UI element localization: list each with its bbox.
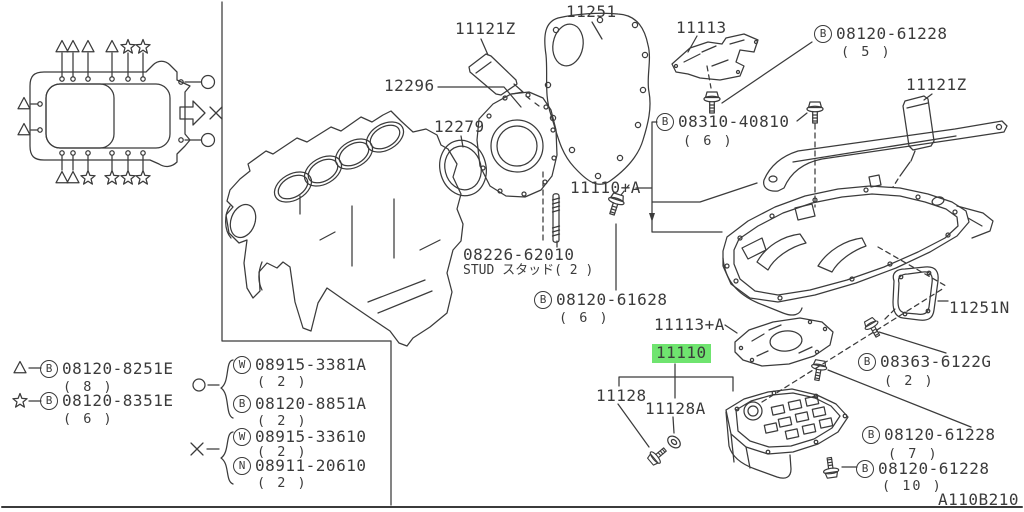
sealant-tube-top-drawing: [468, 53, 524, 96]
legend-row-star-qty: ( 6 ): [63, 411, 114, 427]
part-number: 08120-61228: [836, 23, 948, 43]
circled-b-icon: B: [862, 426, 880, 444]
rear-plate-gasket-drawing: [544, 12, 651, 185]
part-number: 08120-61628: [556, 289, 668, 309]
legend-row-cross-washer-qty: ( 2 ): [257, 444, 308, 460]
legend-row-cross-nut: N 08911-20610: [233, 457, 366, 475]
dashed-axis-lines: [525, 65, 947, 403]
sealant-tube-right-drawing: [899, 95, 935, 177]
circled-w-icon: W: [233, 428, 251, 446]
label-oil-pan-upper: 11110+A: [570, 178, 641, 197]
part-number: 08120-8851A: [255, 393, 367, 413]
circled-n-icon: N: [233, 457, 251, 475]
callout-bolt-rear-seal-qty: ( 6 ): [559, 310, 610, 326]
label-baffle-plate: 11113: [676, 18, 727, 37]
callout-bolt-stiffener-qty: ( 6 ): [683, 133, 734, 149]
part-number: 08915-3381A: [255, 354, 367, 374]
cylinder-bores: [273, 121, 405, 203]
label-drain-plug: 11128: [596, 386, 647, 405]
legend-row-circle-washer: W 08915-3381A: [233, 356, 366, 374]
brace-icon: [220, 431, 234, 485]
callout-bolt-baffle: B 08120-61228: [814, 25, 947, 43]
leader-lines: [437, 21, 972, 468]
callout-bolt-rear-seal: B 08120-61628: [534, 291, 667, 309]
legend-symbols: [12, 359, 234, 485]
callout-bolt-pan-lower: B 08120-61228: [856, 460, 989, 478]
part-number: 08363-6122G: [880, 351, 992, 371]
part-number: 08120-8251E: [62, 358, 174, 378]
callout-bolt-pan-lower-qty: ( 10 ): [882, 478, 943, 494]
part-number: 08120-61228: [878, 458, 990, 478]
callout-bolt-rear-cover-qty: ( 2 ): [884, 373, 935, 389]
callout-bolt-stiffener: B 08310-40810: [656, 113, 789, 131]
label-stud-number: 08226-62010: [463, 245, 575, 264]
label-drain-plug-washer: 11128A: [645, 399, 706, 418]
baffle-holes: [763, 395, 834, 440]
label-seal-ring: 12279: [434, 117, 485, 136]
circled-b-icon: B: [233, 395, 251, 413]
circled-b-icon: B: [856, 460, 874, 478]
lower-oil-pan-drawing: [725, 388, 849, 480]
star-icons: [80, 38, 151, 185]
brace-icon: [220, 359, 234, 419]
circled-w-icon: W: [233, 356, 251, 374]
rear-cover-drawing: [861, 266, 939, 341]
legend-row-circle-bolt: B 08120-8851A: [233, 395, 366, 413]
seal-ring-drawing: [439, 139, 487, 197]
legend-row-cross-washer: W 08915-33610: [233, 428, 366, 446]
label-rear-plate-gasket: 11251: [566, 2, 617, 21]
part-number: 08120-8351E: [62, 390, 174, 410]
gasket-bolt-location-chart: [17, 38, 223, 185]
part-number: 08120-61228: [884, 424, 996, 444]
circled-b-icon: B: [656, 113, 674, 131]
label-stud-note: STUD スタッド( 2 ): [463, 263, 594, 278]
symbol-leader-lines: [30, 52, 202, 171]
callout-bolt-pan-upper-qty: ( 7 ): [888, 446, 939, 462]
part-number: 08310-40810: [678, 111, 790, 131]
label-oil-pan-gasket: 11113+A: [654, 315, 725, 334]
oil-pan-gasket-drawing: [734, 317, 834, 383]
triangle-icons: [17, 39, 119, 184]
stiffener-arm-drawing: [763, 101, 1008, 192]
circled-b-icon: B: [858, 353, 876, 371]
baffle-plate-drawing: [671, 33, 759, 114]
circled-b-icon: B: [40, 392, 58, 410]
label-sealant-tube-top: 11121Z: [455, 19, 516, 38]
pan-rim-dots: [724, 187, 958, 301]
label-sealant-tube-right: 11121Z: [906, 75, 967, 94]
seal-retainer-drawing: [476, 91, 558, 198]
upper-oil-pan-drawing: [722, 174, 994, 316]
legend-row-triangle-qty: ( 8 ): [63, 379, 114, 395]
label-rear-cover: 11251N: [949, 298, 1010, 317]
arrow-cross-icon: [179, 100, 223, 126]
stud-drawing: [551, 193, 561, 243]
callout-bolt-baffle-qty: ( 5 ): [841, 44, 892, 60]
part-number: 08911-20610: [255, 455, 367, 475]
drain-plug-drawing: [645, 435, 681, 468]
label-seal-retainer: 12296: [384, 76, 435, 95]
circled-b-icon: B: [40, 360, 58, 378]
part-number: 08915-33610: [255, 426, 367, 446]
legend-row-triangle: B 08120-8251E: [40, 360, 173, 378]
legend-row-circle-bolt-qty: ( 2 ): [257, 413, 308, 429]
legend-row-cross-nut-qty: ( 2 ): [257, 475, 308, 491]
callout-bolt-rear-cover: B 08363-6122G: [858, 353, 991, 371]
circled-b-icon: B: [814, 25, 832, 43]
callout-bolt-pan-upper: B 08120-61228: [862, 426, 995, 444]
circled-b-icon: B: [534, 291, 552, 309]
cylinder-block-drawing: [225, 110, 464, 347]
figure-code: A110B210: [938, 490, 1020, 509]
legend-row-circle-washer-qty: ( 2 ): [257, 374, 308, 390]
label-oil-pan-assembly-highlighted: 11110: [652, 344, 711, 363]
legend-row-star: B 08120-8351E: [40, 392, 173, 410]
